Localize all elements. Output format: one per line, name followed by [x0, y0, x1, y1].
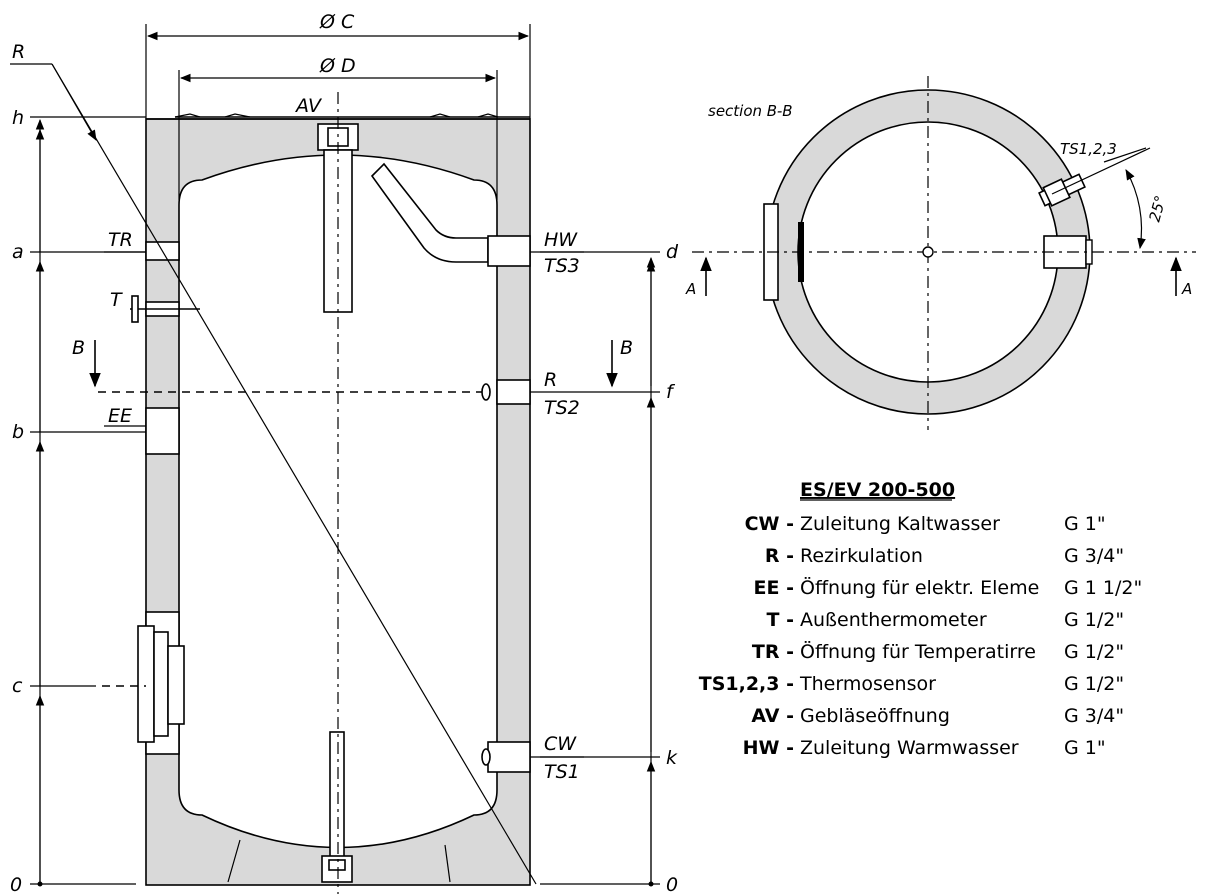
legend-row-description: Rezirkulation — [800, 545, 923, 567]
legend-row-thread: G 1/2" — [1064, 641, 1124, 663]
legend-row-code: AV - — [751, 705, 794, 727]
angle-label: 25° — [1145, 193, 1169, 223]
legend-row-code: R - — [765, 545, 794, 567]
port-cw-label: CW — [544, 733, 577, 755]
legend-row-code: EE - — [754, 577, 794, 599]
port-t-label: T — [110, 289, 123, 311]
legend-row-thread: G 1/2" — [1064, 609, 1124, 631]
legend-row-description: Zuleitung Kaltwasser — [800, 513, 1000, 535]
height-d-label: d — [666, 241, 679, 263]
legend-row-thread: G 1/2" — [1064, 673, 1124, 695]
legend-row-thread: G 3/4" — [1064, 705, 1124, 727]
legend-row-description: Gebläseöffnung — [800, 705, 950, 727]
height-b-label: b — [12, 421, 24, 443]
legend-row-code: TR - — [752, 641, 794, 663]
diameter-d-label: Ø D — [319, 55, 356, 77]
legend-row-thread: G 1" — [1064, 513, 1106, 535]
port-ee-label: EE — [108, 405, 132, 427]
port-labels: TR T EE HW TS3 R TS2 CW TS1 — [104, 229, 584, 783]
tank-front-view — [98, 24, 531, 894]
legend-row-thread: G 3/4" — [1064, 545, 1124, 567]
section-view-title: section B-B — [708, 102, 793, 120]
port-hw-label: HW — [544, 229, 578, 251]
section-b-right-label: B — [620, 337, 633, 359]
port-ts2-label: TS2 — [544, 397, 580, 419]
legend-row-code: TS1,2,3 - — [699, 673, 794, 695]
legend-row-description: Zuleitung Warmwasser — [800, 737, 1019, 759]
legend-row-code: HW - — [743, 737, 794, 759]
port-r-label: R — [544, 369, 557, 391]
section-a-left-label: A — [685, 280, 696, 298]
port-ts3-label: TS3 — [544, 255, 580, 277]
legend: ES/EV 200-500 CW - Zuleitung Kaltwasser G … — [699, 479, 1142, 759]
diagonal-r-label: R — [12, 41, 25, 63]
legend-title: ES/EV 200-500 — [800, 479, 955, 501]
legend-row-thread: G 1" — [1064, 737, 1106, 759]
section-b-markers: B B — [72, 337, 633, 388]
right-height-dimensions: d f k 0 — [530, 241, 679, 894]
diameter-c-label: Ø C — [319, 11, 355, 33]
legend-row-code: CW - — [745, 513, 794, 535]
height-c-label: c — [12, 675, 23, 697]
port-tr-label: TR — [108, 229, 133, 251]
diagonal-dimension: R — [10, 41, 537, 885]
legend-row-thread: G 1 1/2" — [1064, 577, 1142, 599]
legend-row-code: T - — [767, 609, 794, 631]
height-zero-right-label: 0 — [666, 874, 678, 894]
av-label: AV — [294, 95, 323, 117]
diameter-dimensions: Ø C Ø D AV — [146, 11, 530, 117]
section-b-left-label: B — [72, 337, 85, 359]
height-zero-left-label: 0 — [10, 874, 22, 894]
left-height-dimensions: h a b c 0 — [10, 107, 146, 894]
legend-row-description: Außenthermometer — [800, 609, 987, 631]
legend-row-description: Öffnung für Temperatirre — [800, 640, 1036, 663]
height-k-label: k — [666, 747, 678, 769]
height-a-label: a — [12, 241, 24, 263]
height-h-label: h — [12, 107, 24, 129]
height-f-label: f — [666, 381, 676, 403]
sensor-label: TS1,2,3 — [1060, 140, 1117, 158]
section-b-b-view: section B-B TS1,2,3 25° A A — [685, 76, 1196, 430]
port-ts1-label: TS1 — [544, 761, 580, 783]
legend-row-description: Thermosensor — [799, 673, 936, 695]
section-a-right-label: A — [1181, 280, 1192, 298]
legend-row-description: Öffnung für elektr. Eleme — [800, 576, 1039, 599]
